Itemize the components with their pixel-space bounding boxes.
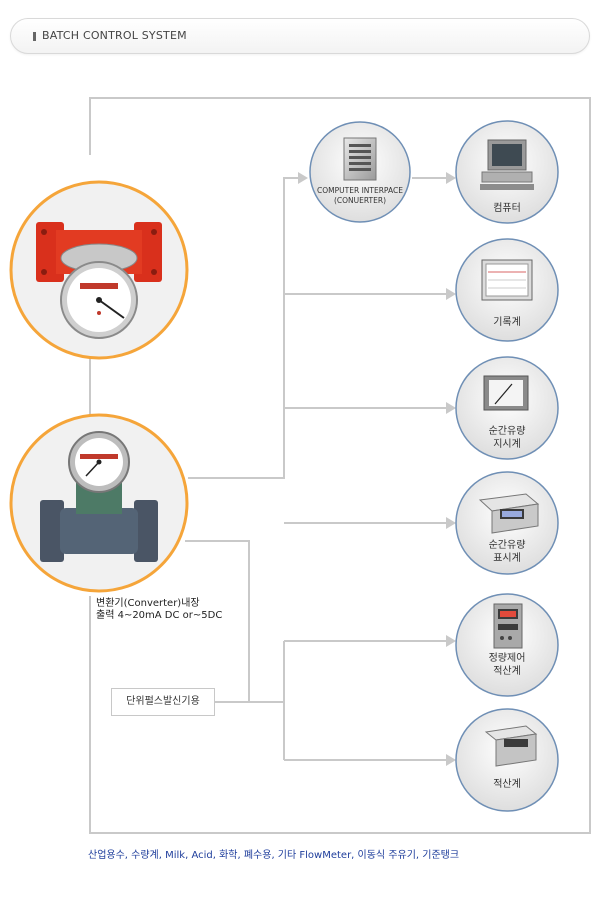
batch-controller-device	[455, 593, 559, 697]
totalizer-device	[455, 708, 559, 812]
recorder-device	[455, 238, 559, 342]
flow-display-label-line1: 순간유량	[488, 540, 526, 551]
arrow-batch	[446, 635, 456, 647]
recorder-label: 기록계	[467, 316, 547, 329]
computer-label-line1: 컴퓨터	[493, 203, 521, 214]
recorder-label-line1: 기록계	[493, 317, 521, 328]
arrow-recorder	[446, 288, 456, 300]
arrow-computer	[446, 172, 456, 184]
converter-label-line2: 출력 4~20mA DC or~5DC	[96, 610, 223, 621]
main-trunk-line	[188, 177, 298, 479]
header-bullet	[33, 32, 36, 41]
batch-controller-label: 정량제어 적산계	[467, 652, 547, 678]
flow-indicator-label-line1: 순간유량	[488, 426, 526, 437]
flow-indicator-label: 순간유량 지시계	[467, 425, 547, 451]
computer-device	[455, 120, 559, 224]
connector-lines	[89, 97, 591, 834]
converter-label: 변환기(Converter)내장 출력 4~20mA DC or~5DC	[96, 598, 222, 622]
arrow-display	[446, 517, 456, 529]
interface-label-line1: COMPUTER INTERPACE	[317, 186, 403, 195]
totalizer-label: 적산계	[467, 778, 547, 791]
flow-indicator-label-line2: 지시계	[493, 439, 521, 450]
batch-controller-label-line1: 정량제어	[488, 653, 526, 664]
interface-label-line2: (CONUERTER)	[333, 196, 387, 205]
pulse-transmitter-box: 단위펄스발신기용	[111, 688, 215, 716]
page-title: BATCH CONTROL SYSTEM	[42, 29, 187, 42]
interface-label: COMPUTER INTERPACE (CONUERTER)	[310, 186, 410, 206]
flow-display-label: 순간유량 표시계	[467, 539, 547, 565]
header-bar: BATCH CONTROL SYSTEM	[10, 18, 590, 54]
batch-controller-label-line2: 적산계	[493, 666, 521, 677]
flow-meter-green	[9, 413, 189, 593]
converter-label-line1: 변환기(Converter)내장	[96, 598, 200, 609]
arrow-totalizer	[446, 754, 456, 766]
computer-interface-device	[309, 121, 411, 223]
flow-display-label-line2: 표시계	[493, 553, 521, 564]
arrow-interface	[298, 172, 308, 184]
footer-applications: 산업용수, 수량계, Milk, Acid, 화학, 폐수용, 기타 FlowM…	[88, 850, 460, 861]
totalizer-label-line1: 적산계	[493, 779, 521, 790]
flow-indicator-device	[455, 356, 559, 460]
arrow-indicator	[446, 402, 456, 414]
flow-display-device	[455, 471, 559, 575]
outer-frame-line	[89, 97, 591, 834]
arrowheads	[298, 172, 456, 766]
computer-label: 컴퓨터	[467, 202, 547, 215]
flow-meter-red	[9, 180, 189, 360]
